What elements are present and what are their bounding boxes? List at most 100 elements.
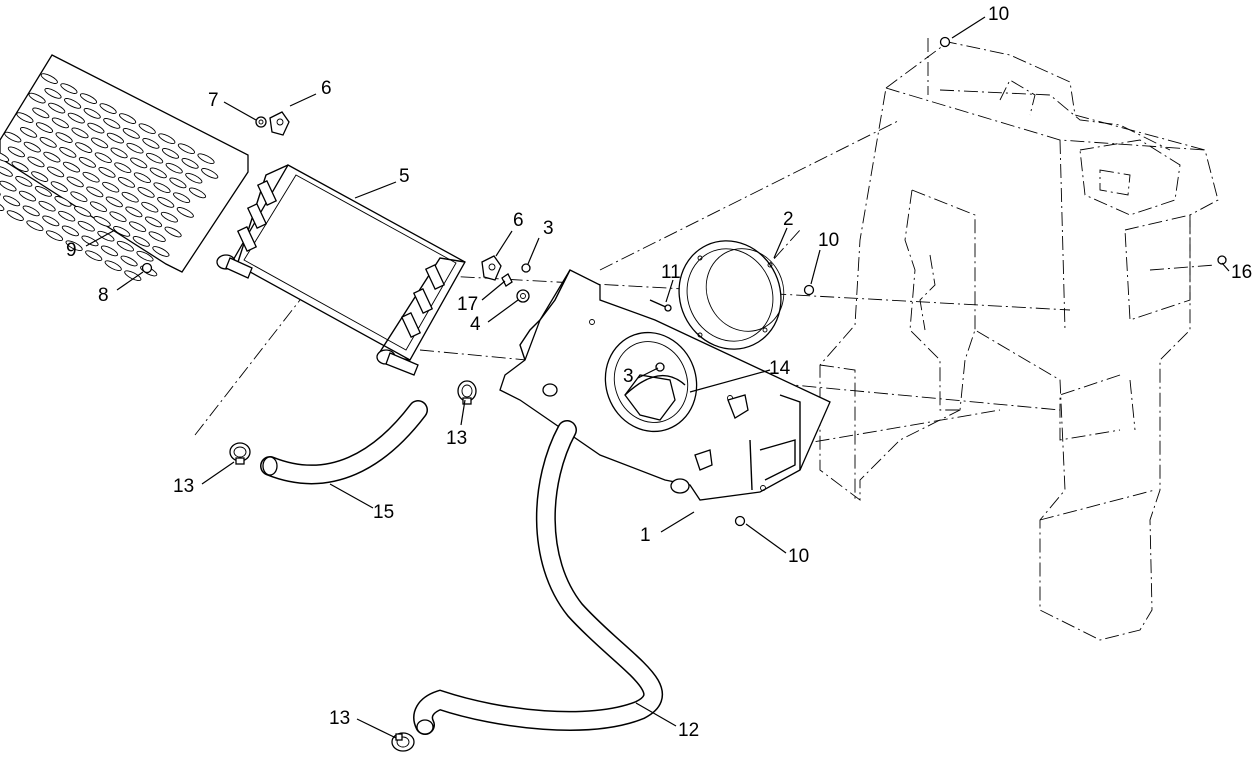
screen-slot [83,108,101,119]
screen-slot [89,201,108,213]
callout-3-lower: 3 [623,366,634,387]
screen-slot [103,118,121,129]
oil-cooler [216,164,466,376]
screen-slot [119,113,137,124]
screen-slot [60,83,78,94]
clamp-13-left [229,442,251,465]
screen-slot [66,176,84,188]
screen-slot [0,180,17,192]
screen-slot [152,246,170,257]
clip-6-middle [481,255,502,281]
screen-slot [125,206,143,218]
screen-slot [59,147,77,158]
screen-slot [124,270,142,282]
screen-slot [28,92,46,104]
screen-slot [91,137,109,149]
screen-slot [54,196,72,207]
screen-slot [27,156,45,168]
screen-slot [62,161,81,173]
screen-slot [18,190,37,202]
washer-4 [516,289,530,303]
screen-slot [67,112,85,124]
screen-slot [116,240,134,252]
screen-slot [102,181,120,193]
callout-2: 2 [783,209,794,230]
callout-11: 11 [661,262,681,283]
screen-slot [130,157,148,169]
callout-14: 14 [769,358,791,379]
screen-slot [26,220,44,232]
callout-10-bottom: 10 [788,546,809,567]
callout-15: 15 [373,502,394,523]
screen-slot [42,215,60,227]
machine-frame-phantom [819,41,1219,641]
callout-5: 5 [399,166,410,187]
callouts: 1 2 3 3 4 5 6 6 7 8 9 10 10 10 11 12 13 … [66,4,1252,741]
screen-slot [22,205,40,217]
screen-slot [161,148,180,159]
screen-slot [144,216,163,228]
clip-6-upper [269,111,290,136]
nut-7 [255,116,267,128]
screen-slot [61,225,79,237]
screen-slot [105,196,123,208]
screen-slot [75,142,93,153]
screen-slot [164,226,182,238]
screen-slot [40,73,58,84]
screen-slot [93,216,111,227]
clamp-13-bottom [391,732,415,752]
screen-slot [181,158,199,169]
screen-slot [3,195,21,207]
screen-slot [173,192,191,204]
screen-slot [7,146,25,158]
screen-slot [86,186,104,198]
callout-8: 8 [98,285,109,306]
screen-slot [65,240,83,252]
bolt-3-upper [521,263,531,273]
bolt-11 [649,299,672,312]
screen-slot [77,220,95,232]
nut-10-top [939,36,951,48]
shroud-bracket [499,269,831,501]
screen-slot [113,226,131,237]
screen-slot [120,255,138,267]
clamp-13-middle [457,380,477,405]
short-hose [260,400,428,485]
callout-3-upper: 3 [543,218,554,239]
screen-slot [114,162,132,174]
screen-slot [141,201,159,213]
clamp-14 [624,374,686,396]
screen-slot [94,152,112,164]
leader-lines [85,16,1230,739]
screen-slot [201,168,219,179]
screen-slot [97,230,115,242]
screen-slot [136,250,154,262]
screen-slot [188,187,207,199]
screen-slot [20,127,38,138]
screen-slot [0,166,13,177]
bolt-8 [141,262,153,274]
screen-slot [133,172,151,184]
screen-slot [4,131,22,143]
bolt-16 [1217,255,1227,265]
callout-9: 9 [66,240,77,261]
callout-13-middle: 13 [446,428,467,449]
screen-slot [100,245,119,257]
screen-slot [44,88,62,99]
callout-13-left: 13 [173,476,194,497]
screen-slot [35,122,54,133]
screen-slot [138,123,156,135]
callout-13-bottom: 13 [329,708,350,729]
screen-slot [48,102,66,114]
nut-10-bottom [734,515,746,527]
callout-1: 1 [640,525,651,546]
screen-slot [165,162,183,174]
screen-panel [0,54,249,282]
spacer-17 [501,273,513,287]
screen-slot [58,210,76,222]
callout-10-top: 10 [988,4,1009,25]
screen-slot [79,93,98,104]
screen-slot [126,142,144,154]
screen-slot [117,177,136,188]
